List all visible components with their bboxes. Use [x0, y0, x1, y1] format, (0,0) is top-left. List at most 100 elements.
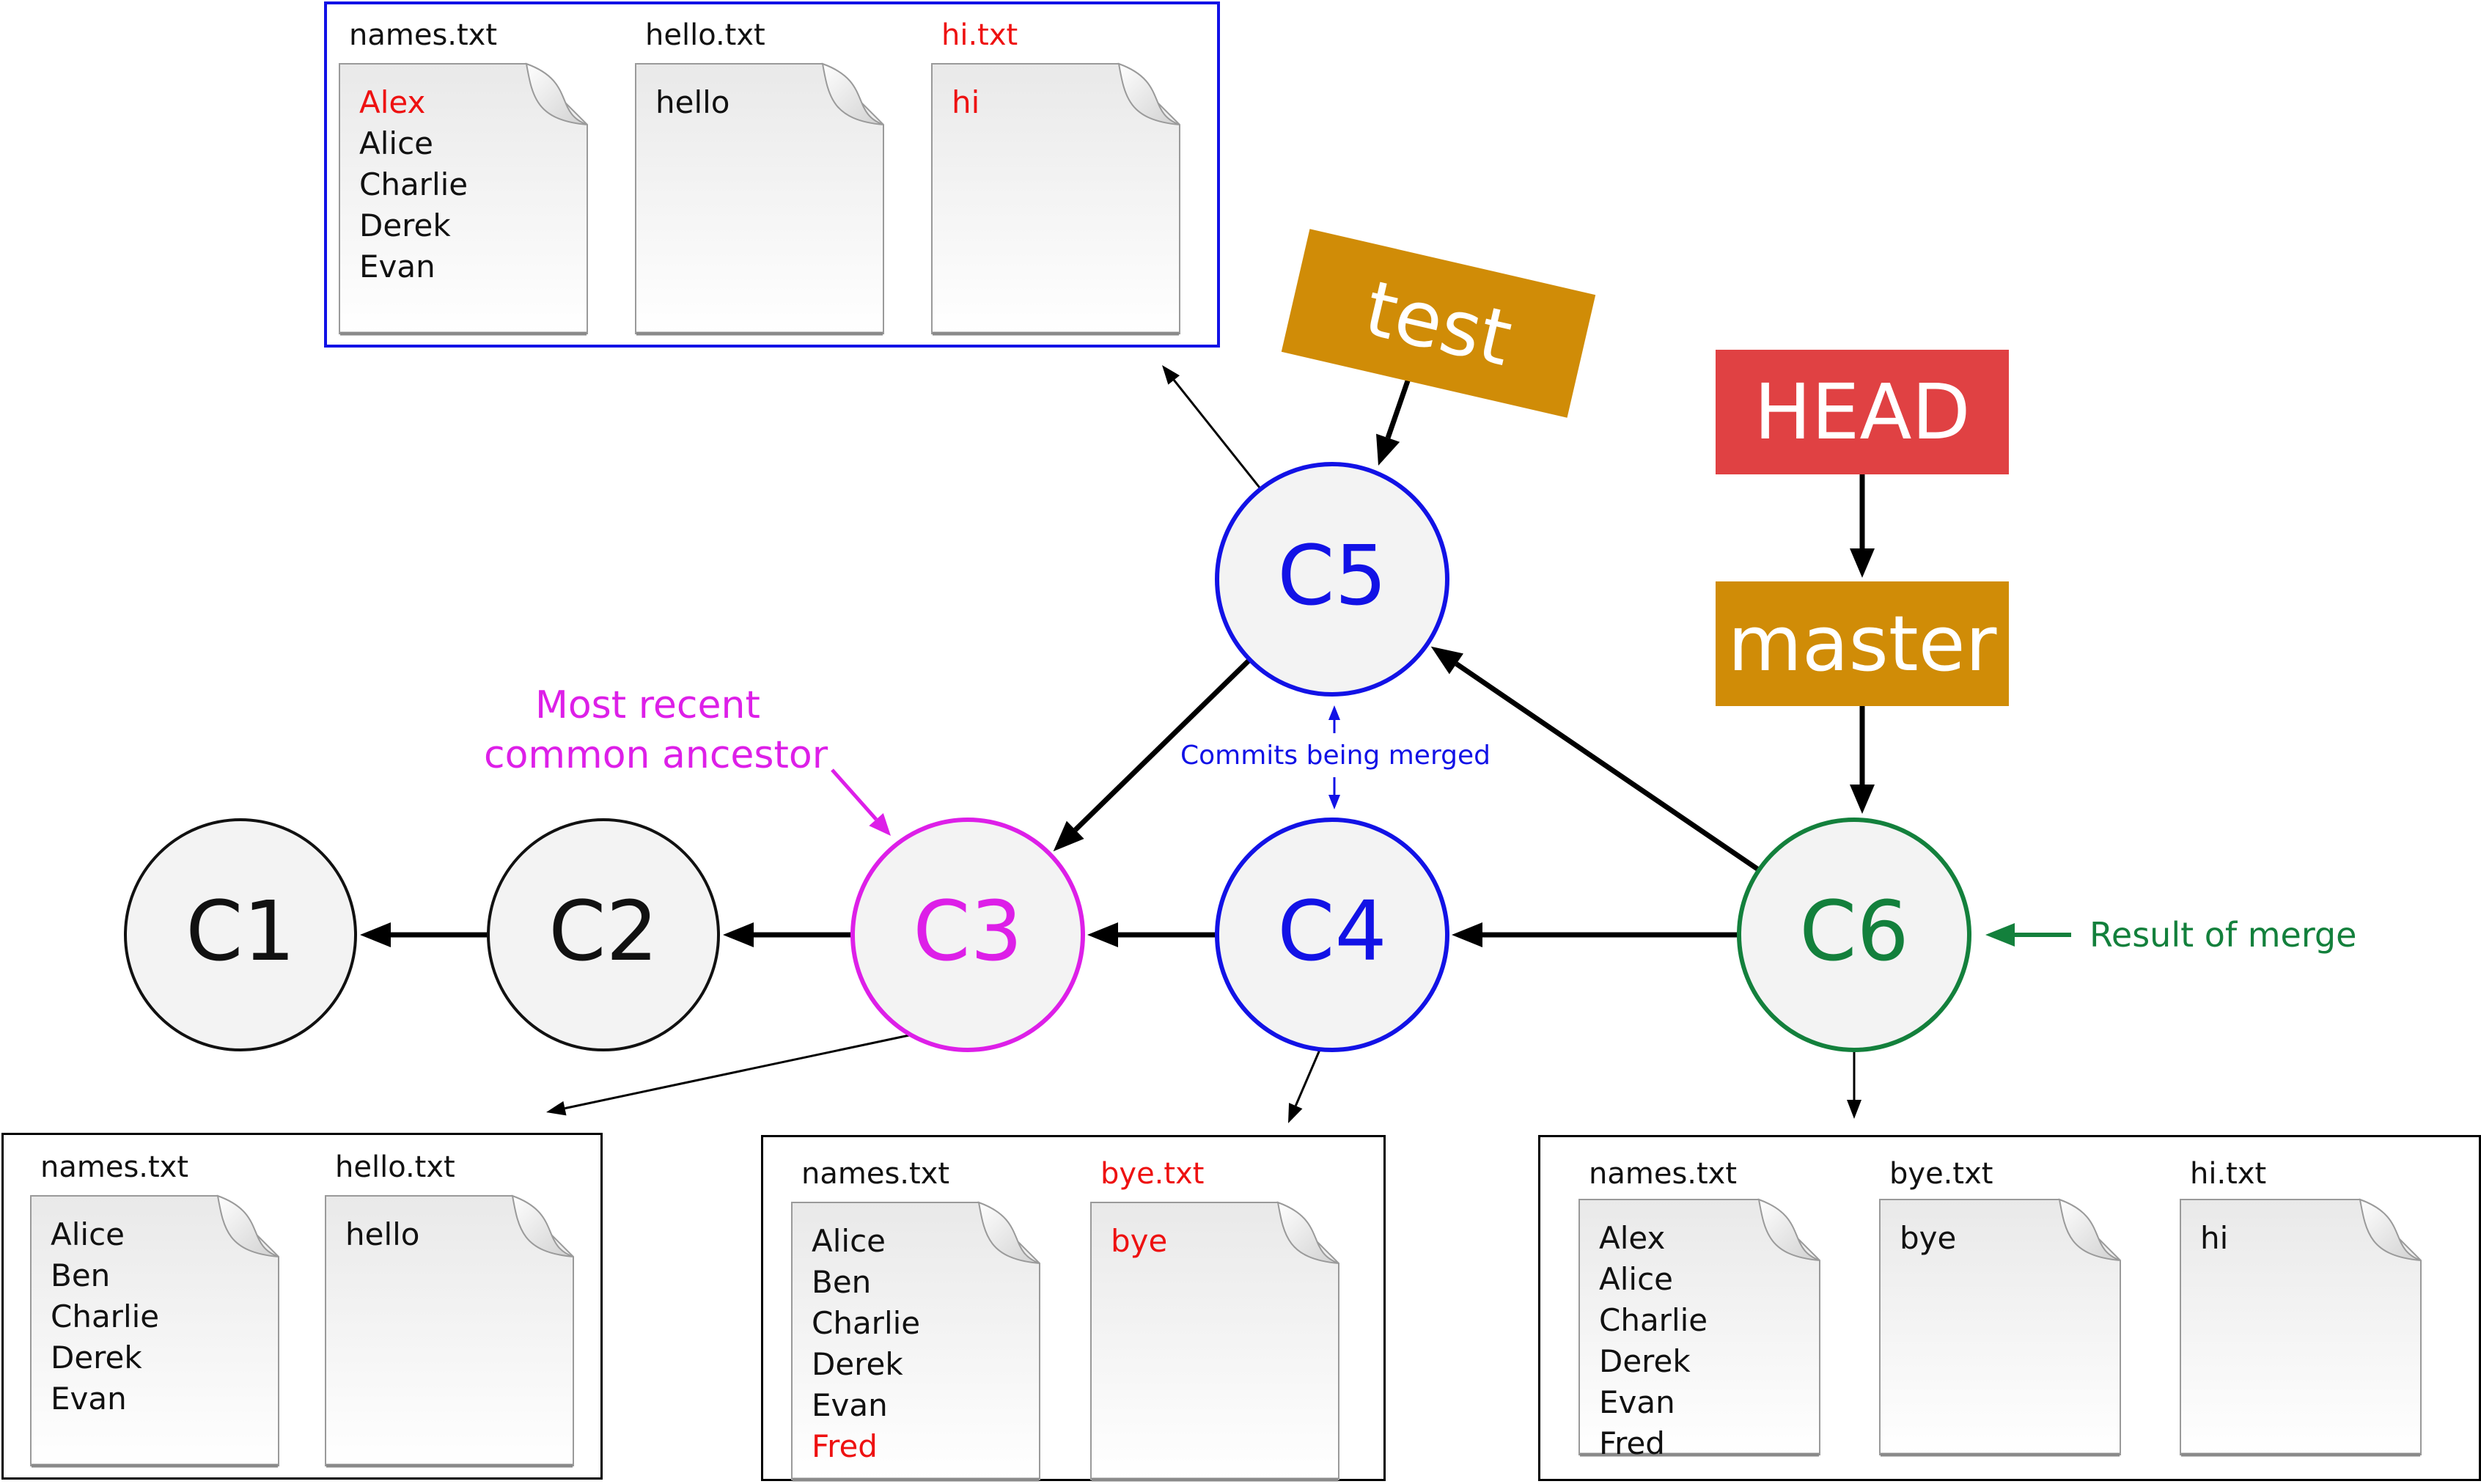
file-line: Derek [359, 207, 451, 243]
result-of-merge-annotation: Result of merge [2089, 915, 2357, 955]
commit-c1-node [124, 818, 357, 1051]
ancestor-annotation-arrow [831, 768, 891, 836]
file-line: Ben [51, 1257, 111, 1293]
head-ref-label: HEAD [1754, 367, 1971, 457]
file-name: names.txt [40, 1150, 189, 1184]
file-document-icon: hi [2180, 1198, 2422, 1457]
file-name: names.txt [349, 18, 498, 52]
edges-layer [360, 646, 1761, 947]
file-line: Evan [51, 1381, 127, 1417]
master-branch-label: master [1727, 599, 1997, 688]
commit-c4-label: C4 [1277, 884, 1387, 980]
result-annotation-arrow [1985, 923, 2071, 947]
file-name: bye.txt [1100, 1157, 1205, 1191]
file-line: hello [655, 84, 730, 120]
commit-c3-label: C3 [913, 884, 1023, 980]
file-line: Charlie [51, 1298, 160, 1334]
pointers-layer [546, 365, 2071, 1123]
file-name: names.txt [1589, 1157, 1738, 1191]
file-contents: hello [345, 1214, 420, 1255]
edge-c6-c4 [1452, 922, 1739, 947]
file-line: Alice [359, 125, 434, 161]
merged-arrow-up [1328, 705, 1340, 733]
c5-snapshot-arrow [1162, 365, 1264, 492]
file-line: Derek [1599, 1343, 1691, 1379]
file-document-icon: bye [1090, 1201, 1339, 1482]
file-line: Alice [1599, 1261, 1674, 1297]
commits-being-merged-annotation: Commits being merged [1180, 741, 1491, 771]
file-contents: hi [952, 82, 979, 123]
c6-snapshot-arrow [1847, 1050, 1861, 1119]
file-line: bye [1111, 1223, 1168, 1259]
commit-c6-label: C6 [1799, 884, 1909, 980]
file-line: bye [1900, 1220, 1957, 1256]
commit-c2-node [487, 818, 720, 1051]
file-line: Derek [51, 1340, 142, 1375]
file-line: Derek [812, 1346, 903, 1382]
commit-c3-node [850, 818, 1085, 1052]
file-line: Fred [1599, 1425, 1665, 1461]
nodes-layer [124, 462, 1971, 1052]
file-name: hello.txt [645, 18, 765, 52]
head-ref: HEAD [1716, 350, 2009, 474]
file-name: hello.txt [335, 1150, 455, 1184]
commit-c6-node [1737, 818, 1971, 1052]
file-line: Alex [359, 84, 426, 120]
commit-c1-label: C1 [185, 884, 295, 980]
master-branch-ref: master [1716, 581, 2009, 706]
file-line: Evan [359, 249, 435, 284]
file-line: Evan [1599, 1384, 1675, 1420]
file-line: Fred [812, 1428, 878, 1464]
file-contents: bye [1111, 1221, 1167, 1262]
edge-c3-c2 [723, 922, 853, 947]
commit-c4-node [1215, 818, 1449, 1052]
commit-c5-label: C5 [1277, 529, 1387, 624]
file-document-icon: hi [931, 62, 1180, 336]
file-contents: hello [655, 82, 730, 123]
file-line: hello [345, 1216, 420, 1252]
file-name: names.txt [801, 1157, 950, 1191]
c3-snapshot-arrow [546, 1034, 910, 1116]
edge-c6-c5 [1430, 646, 1761, 873]
file-line: Alice [51, 1216, 125, 1252]
file-line: Charlie [1599, 1302, 1708, 1338]
file-line: Ben [812, 1264, 872, 1300]
commit-c5-node [1215, 462, 1449, 697]
file-name: hi.txt [2190, 1157, 2267, 1191]
file-document-icon: hello [325, 1194, 574, 1468]
file-line: hi [952, 84, 980, 120]
file-line: hi [2200, 1220, 2229, 1256]
merged-arrow-down [1328, 777, 1340, 809]
file-line: Charlie [359, 166, 468, 202]
edge-c4-c3 [1087, 922, 1217, 947]
file-line: Charlie [812, 1305, 921, 1341]
file-line: Evan [812, 1387, 888, 1423]
file-name: bye.txt [1889, 1157, 1993, 1191]
file-line: Alex [1599, 1220, 1666, 1256]
ancestor-annotation-line1: Most recent [535, 683, 760, 727]
c4-snapshot-arrow [1288, 1049, 1321, 1123]
master-to-c6-arrow [1850, 706, 1875, 814]
file-document-icon: hello [635, 62, 884, 336]
edge-c2-c1 [360, 922, 488, 947]
file-document-icon: bye [1879, 1198, 2121, 1457]
file-name: hi.txt [941, 18, 1018, 52]
file-contents: hi [2200, 1218, 2228, 1259]
head-to-master-arrow [1850, 474, 1875, 578]
ancestor-annotation-line2: common ancestor [484, 733, 828, 777]
file-contents: bye [1900, 1218, 1956, 1259]
